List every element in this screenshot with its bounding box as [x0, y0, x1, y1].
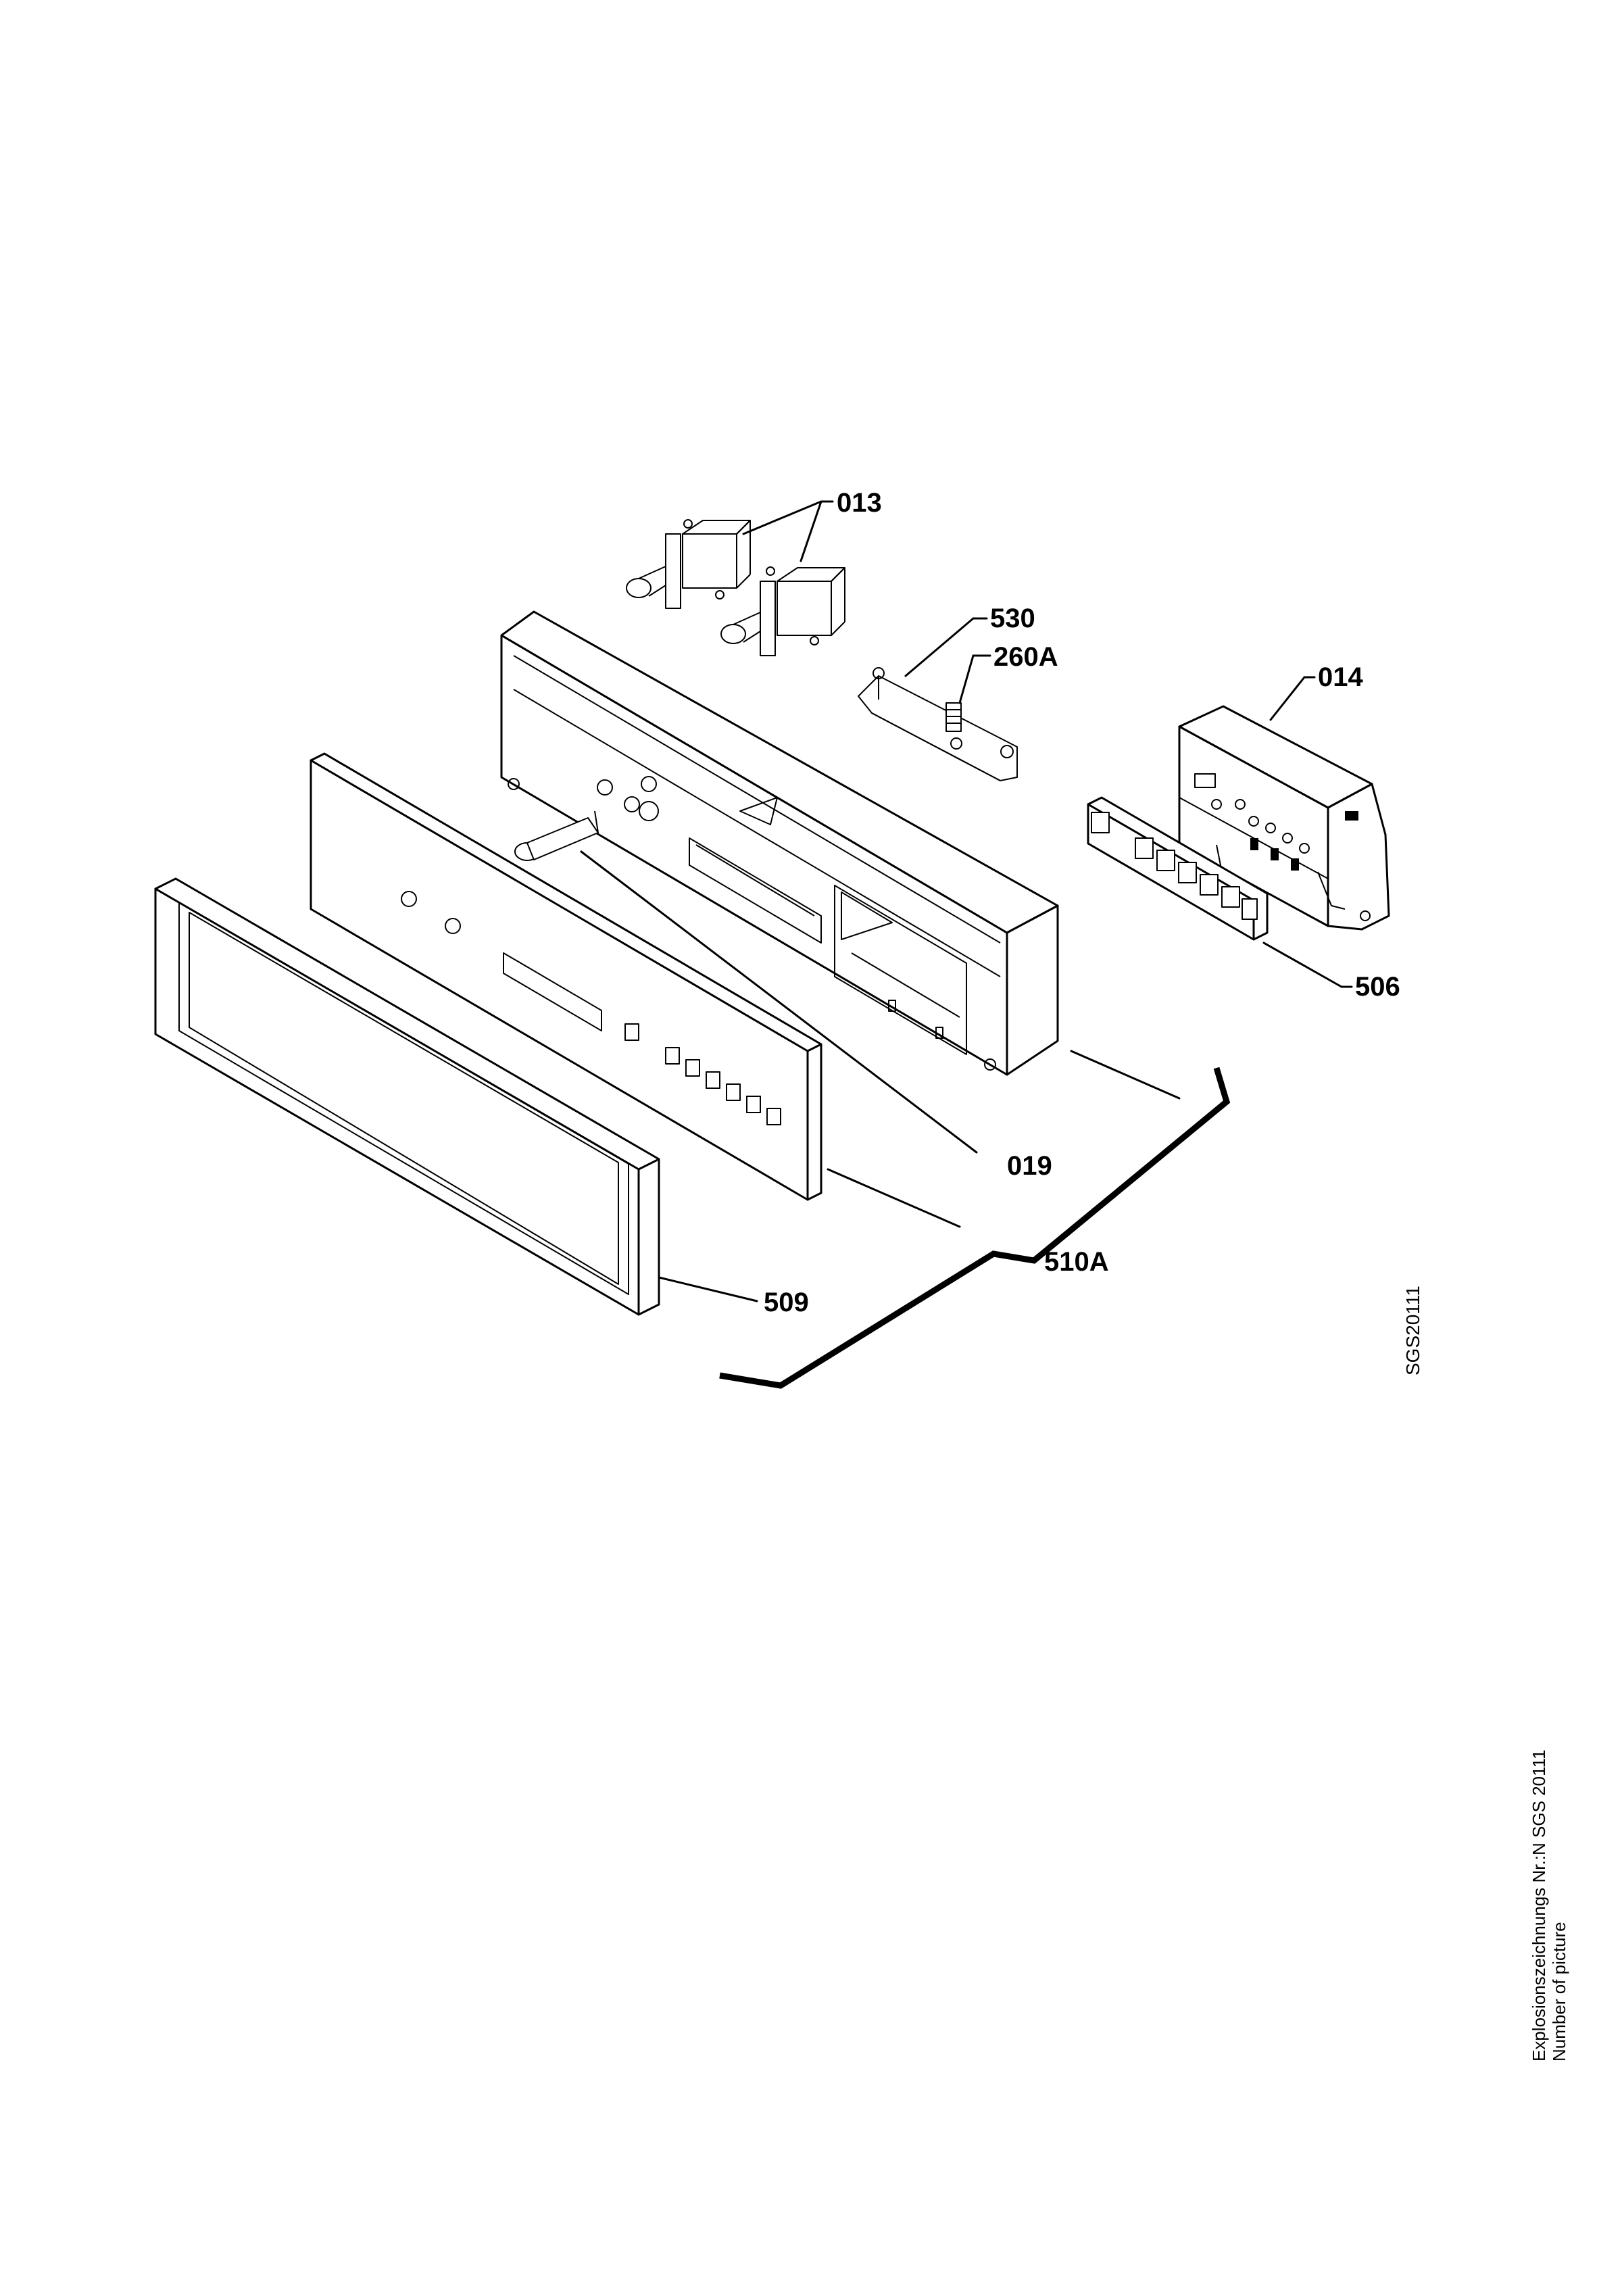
leader-260A	[958, 654, 991, 704]
leader-530	[904, 617, 988, 677]
leader-013	[742, 500, 834, 562]
part-013-knob-switches	[626, 519, 845, 656]
break-line	[719, 1067, 1231, 1389]
leader-housing	[1070, 1050, 1181, 1100]
drawing-code: SGS20111	[1402, 1286, 1423, 1375]
part-019-indicator-lamp	[514, 810, 599, 861]
part-530-bracket	[858, 667, 1018, 781]
part-260A-spring	[945, 702, 962, 732]
leader-014	[1269, 676, 1316, 721]
label-019: 019	[1007, 1151, 1052, 1181]
caption-picture-number: Explosionszeichnungs Nr.:N SGS 20111	[1529, 1749, 1549, 2061]
caption-label: Number of picture	[1549, 1922, 1569, 2061]
part-014-control-module	[1178, 705, 1390, 931]
panel-housing	[500, 610, 1059, 1076]
label-509: 509	[764, 1288, 809, 1317]
leader-019	[580, 850, 978, 1154]
label-506: 506	[1355, 972, 1400, 1002]
part-510A-panel-plate	[310, 752, 822, 1201]
leader-510A	[827, 1168, 961, 1228]
part-506-button-strip	[1087, 796, 1269, 941]
label-510A: 510A	[1044, 1247, 1109, 1277]
leader-506	[1262, 942, 1353, 988]
label-530: 530	[990, 604, 1035, 633]
part-509-front-frame	[154, 877, 660, 1316]
label-260A: 260A	[993, 642, 1058, 672]
leader-509	[658, 1276, 758, 1302]
label-014: 014	[1318, 662, 1363, 692]
label-013: 013	[837, 488, 882, 518]
